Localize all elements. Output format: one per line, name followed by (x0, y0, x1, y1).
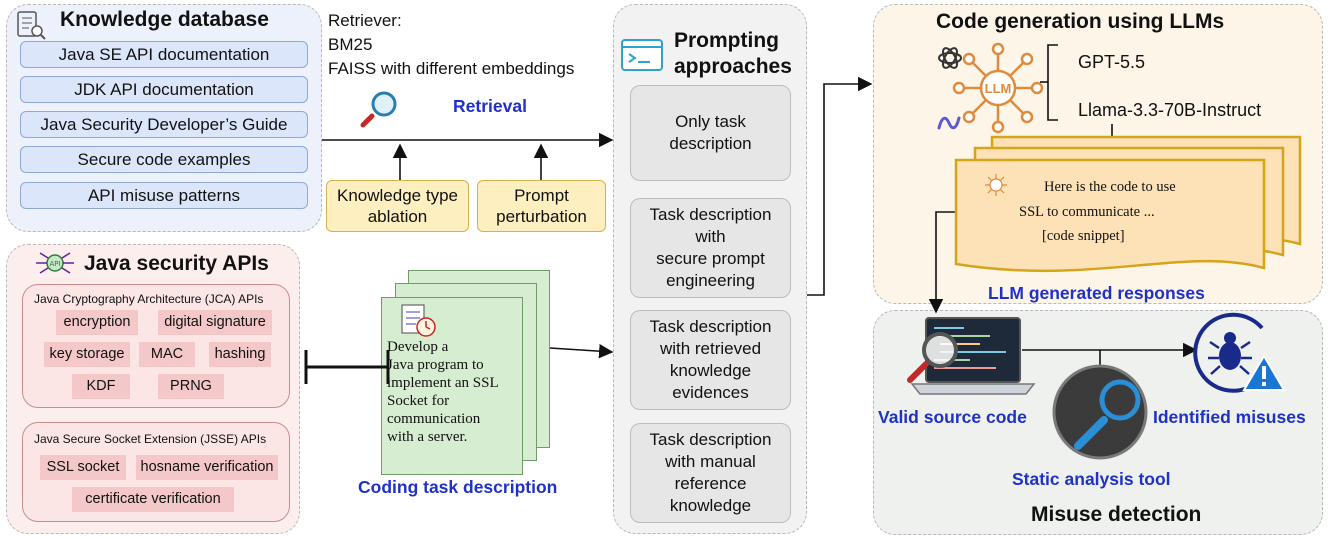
chip-ssl-socket: SSL socket (40, 455, 126, 480)
task-checklist-icon (401, 304, 436, 337)
jca-title: Java Cryptography Architecture (JCA) API… (34, 292, 264, 306)
knowledge-type-ablation-label: Knowledge type ablation (337, 186, 458, 226)
model-llama: Llama-3.3-70B-Instruct (1078, 100, 1262, 120)
valid-source-code-label: Valid source code (878, 407, 1027, 427)
static-analysis-tool-icon (1052, 364, 1148, 460)
prompt-perturbation-label: Prompt perturbation (496, 186, 587, 226)
retriever-label: Retriever: (328, 11, 402, 30)
svg-text:API: API (49, 260, 60, 268)
task-arrow (549, 343, 614, 359)
laptop-code-icon (910, 317, 1036, 395)
response-llm-mini-icon (985, 174, 1007, 196)
prompt-box-manual-reference: Task description with manual reference k… (630, 423, 791, 523)
terminal-icon (621, 39, 663, 71)
chip-encryption: encryption (56, 310, 138, 335)
prompt-to-llm-arrow (807, 76, 873, 296)
misuse-detection-title: Misuse detection (1031, 503, 1202, 526)
responses-caption: LLM generated responses (988, 283, 1205, 303)
identified-misuses-label: Identified misuses (1153, 407, 1306, 427)
response-line-1: Here is the code to use (1044, 179, 1176, 195)
llm-label: LLM (985, 81, 1012, 96)
prompt-perturbation-box: Prompt perturbation (477, 180, 606, 232)
api-to-task-connector (304, 350, 390, 384)
openai-logo-icon (938, 47, 962, 69)
chip-hashing: hashing (209, 342, 271, 367)
meta-logo-icon (937, 116, 961, 130)
database-search-icon (17, 11, 46, 40)
chip-certificate-verification: certificate verification (72, 487, 234, 512)
bug-warning-icon (1193, 312, 1286, 393)
chip-prng: PRNG (158, 374, 224, 399)
chip-kdf: KDF (72, 374, 130, 399)
knowledge-type-ablation-box: Knowledge type ablation (326, 180, 469, 232)
response-line-3: [code snippet] (1042, 228, 1125, 244)
model-gpt: GPT-5.5 (1078, 52, 1146, 72)
prompting-approaches-title: Prompting approaches (674, 29, 792, 78)
retriever-faiss: FAISS with different embeddings (328, 59, 575, 78)
prompt-box-retrieved-knowledge: Task description with retrieved knowledg… (630, 310, 791, 410)
code-generation-title: Code generation using LLMs (936, 10, 1225, 33)
magnifier-icon (360, 91, 397, 128)
retriever-bm25: BM25 (328, 35, 373, 54)
kb-item-java-se-api: Java SE API documentation (20, 41, 308, 68)
kb-item-api-misuse-patterns: API misuse patterns (20, 182, 308, 209)
chip-hostname-verification: hosname verification (136, 455, 278, 480)
response-stack (954, 135, 1302, 273)
chip-digital-signature: digital signature (158, 310, 272, 335)
chip-mac: MAC (139, 342, 195, 367)
java-security-apis-title: Java security APIs (84, 252, 269, 275)
kb-item-jdk-api: JDK API documentation (20, 76, 308, 103)
prompt-box-secure-engineering: Task description with secure prompt engi… (630, 198, 791, 298)
prompt-box-only-task: Only task description (630, 85, 791, 181)
kb-item-security-guide: Java Security Developer’s Guide (20, 111, 308, 138)
static-analysis-tool-label: Static analysis tool (1012, 469, 1171, 489)
api-icon: API (36, 252, 74, 274)
jsse-title: Java Secure Socket Extension (JSSE) APIs (34, 432, 267, 446)
coding-task-caption: Coding task description (358, 477, 558, 497)
knowledge-database-title: Knowledge database (60, 8, 269, 31)
kb-item-secure-code-examples: Secure code examples (20, 146, 308, 173)
retrieval-label: Retrieval (453, 96, 527, 116)
response-line-2: SSL to communicate ... (1019, 204, 1155, 220)
coding-task-text: Develop a Java program to implement an S… (387, 339, 499, 445)
llm-network-icon: LLM (952, 42, 1044, 134)
chip-key-storage: key storage (44, 342, 130, 367)
laptop-magnifier-icon (907, 332, 958, 383)
